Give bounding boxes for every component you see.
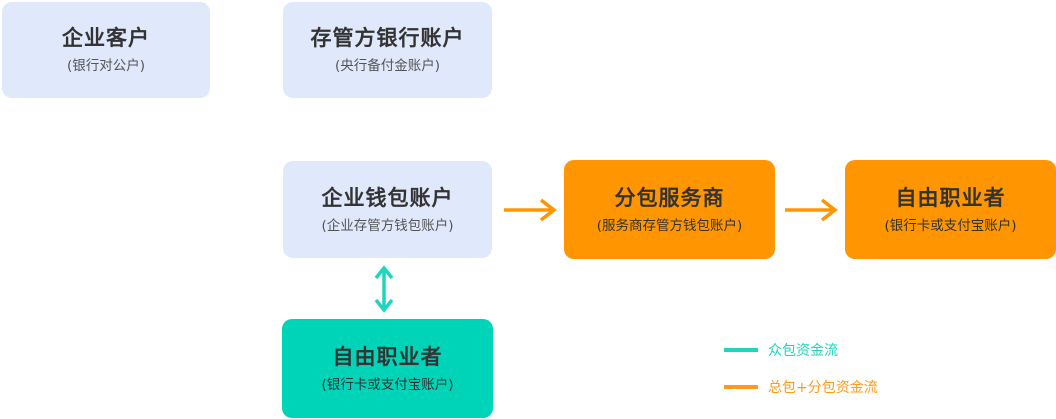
node-enterprise-wallet: 企业钱包账户 (企业存管方钱包账户) xyxy=(283,161,492,258)
node-title: 企业钱包账户 xyxy=(321,185,454,210)
node-subtitle: (服务商存管方钱包账户) xyxy=(596,217,743,234)
node-title: 分包服务商 xyxy=(614,185,725,210)
node-subtitle: (央行备付金账户) xyxy=(334,58,441,74)
node-subtitle: (银行卡或支付宝账户) xyxy=(884,217,1017,234)
node-custodian-bank: 存管方银行账户 (央行备付金账户) xyxy=(283,2,492,98)
arrow-subcontractor-to-freelancer xyxy=(785,198,838,222)
legend-crowdsourcing: 众包资金流 xyxy=(724,340,838,360)
node-freelancer-orange: 自由职业者 (银行卡或支付宝账户) xyxy=(845,160,1056,259)
node-subcontractor: 分包服务商 (服务商存管方钱包账户) xyxy=(564,160,775,259)
node-subtitle: (银行对公户) xyxy=(66,58,146,74)
arrow-wallet-freelancer-bidirectional xyxy=(374,265,394,313)
node-title: 自由职业者 xyxy=(895,185,1006,210)
node-title: 企业客户 xyxy=(62,26,150,50)
node-subtitle: (企业存管方钱包账户) xyxy=(321,217,454,234)
node-title: 自由职业者 xyxy=(332,344,443,369)
legend-contract-subcontract: 总包+分包资金流 xyxy=(724,377,878,397)
node-enterprise-client: 企业客户 (银行对公户) xyxy=(2,2,210,98)
legend-label: 众包资金流 xyxy=(768,343,838,359)
legend-label: 总包+分包资金流 xyxy=(768,380,878,396)
node-title: 存管方银行账户 xyxy=(310,26,465,50)
legend-teal-line-icon xyxy=(724,348,758,352)
legend-orange-line-icon xyxy=(724,385,758,389)
arrow-wallet-to-subcontractor xyxy=(504,198,557,222)
node-freelancer-teal: 自由职业者 (银行卡或支付宝账户) xyxy=(282,319,493,418)
node-subtitle: (银行卡或支付宝账户) xyxy=(321,376,454,393)
